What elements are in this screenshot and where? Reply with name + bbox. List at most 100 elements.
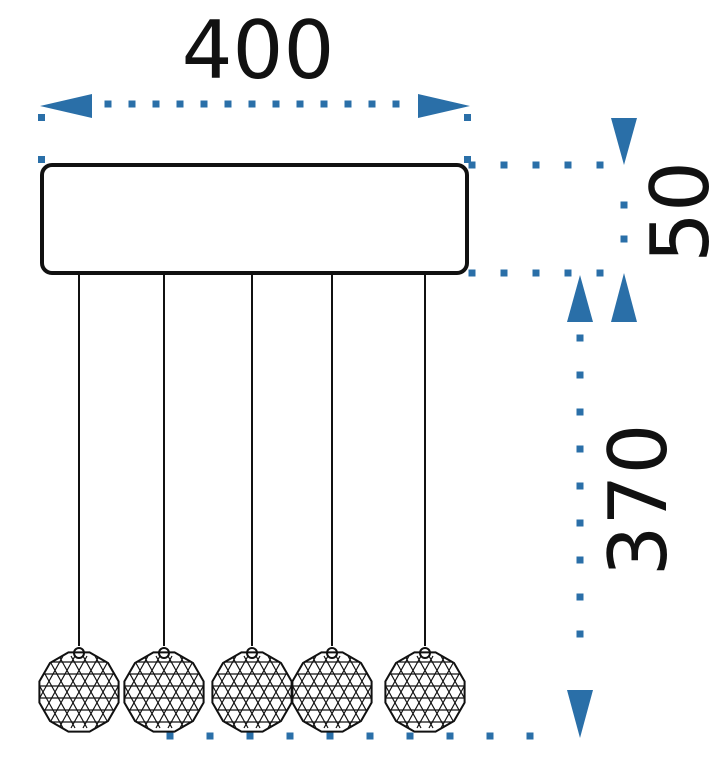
crystal-facet (131, 655, 173, 729)
drop-dot (576, 593, 584, 601)
crystal-facet (440, 655, 465, 729)
drop-dot (576, 482, 584, 490)
drop-dot (576, 630, 584, 638)
canopy-arrow-bottom (611, 273, 637, 322)
width-dot (296, 100, 304, 108)
crystal-facet (392, 655, 434, 729)
width-dot (344, 100, 352, 108)
drop-dot (246, 732, 254, 740)
crystal-facet (94, 655, 119, 729)
width-dot (128, 100, 136, 108)
width-dot (176, 100, 184, 108)
crystal-facet (311, 655, 353, 729)
pendant (211, 275, 293, 733)
width-dot (392, 100, 400, 108)
canopy-dot (500, 269, 508, 277)
width-arrow-left (40, 94, 92, 118)
crystal-outline (291, 651, 373, 733)
crystal-facet (143, 655, 185, 729)
width-dot (200, 100, 208, 108)
canopy-dot (564, 269, 572, 277)
crystal-facet (39, 655, 52, 729)
crystal-facet (452, 655, 465, 729)
canopy-dot (468, 161, 476, 169)
canopy-height-dots (468, 161, 628, 277)
width-label: 400 (182, 4, 335, 97)
canopy-height-dimension: 50 (468, 118, 724, 322)
width-dot (368, 100, 376, 108)
crystal-facet (323, 655, 365, 729)
crystal-facet (46, 655, 88, 729)
canopy-dot (564, 161, 572, 169)
drop-dot (206, 732, 214, 740)
crystal-facet (404, 655, 446, 729)
crystal-facet (106, 655, 119, 729)
width-dot (224, 100, 232, 108)
crystal-facet (243, 655, 285, 729)
drop-dot (366, 732, 374, 740)
drop-dot (286, 732, 294, 740)
width-dimension: 400 (38, 4, 471, 163)
canopy-dot (620, 201, 628, 209)
drop-dot (406, 732, 414, 740)
drop-dot (576, 334, 584, 342)
width-dot (248, 100, 256, 108)
canopy-dot (468, 269, 476, 277)
crystal-facet (70, 655, 112, 729)
width-dot (272, 100, 280, 108)
drop-arrow-top (567, 275, 593, 322)
pendants (38, 275, 466, 733)
crystal-facet (124, 655, 149, 729)
pendant (384, 275, 466, 733)
crystal-facet (155, 655, 197, 729)
crystal-ball (291, 651, 373, 733)
canopy-dot (596, 161, 604, 169)
crystal-facet (39, 655, 52, 729)
canopy-body (40, 163, 469, 275)
crystal-facet (347, 655, 372, 729)
crystal-facet (299, 655, 341, 729)
crystal-facet (292, 655, 317, 729)
crystal-facet (212, 655, 237, 729)
crystal-facet (452, 655, 465, 729)
crystal-facet (385, 655, 410, 729)
drop-dot (576, 445, 584, 453)
width-dot (320, 100, 328, 108)
width-dot (38, 156, 45, 163)
drop-dot (486, 732, 494, 740)
width-dot (464, 156, 471, 163)
crystal-facet (416, 655, 458, 729)
crystal-ball (38, 651, 120, 733)
crystal-facet (106, 655, 119, 729)
drop-height-label: 370 (592, 424, 685, 577)
drop-dot (576, 556, 584, 564)
canopy-height-label: 50 (634, 161, 724, 263)
crystal-facet (219, 655, 261, 729)
drop-dot (576, 408, 584, 416)
crystal-outline (211, 651, 293, 733)
canopy-dot (500, 161, 508, 169)
crystal-facet (231, 655, 273, 729)
crystal-facet (179, 655, 204, 729)
canopy-dot (596, 269, 604, 277)
drop-dot (576, 519, 584, 527)
canopy-dot (532, 269, 540, 277)
crystal-facet (124, 655, 137, 729)
width-dot (464, 114, 471, 121)
pendant (38, 275, 120, 733)
crystal-outline (38, 651, 120, 733)
canopy-dot (532, 161, 540, 169)
drop-dot (576, 371, 584, 379)
width-arrow-right (418, 94, 470, 118)
drop-height-dimension: 370 (166, 275, 685, 740)
drop-height-dots (166, 334, 584, 740)
drop-dot (526, 732, 534, 740)
width-dimension-dots (38, 100, 471, 163)
drop-dot (326, 732, 334, 740)
pendant (123, 275, 205, 733)
crystal-facet (124, 655, 137, 729)
canopy-arrow-top (611, 118, 637, 165)
pendant (291, 275, 373, 733)
width-dot (104, 100, 112, 108)
